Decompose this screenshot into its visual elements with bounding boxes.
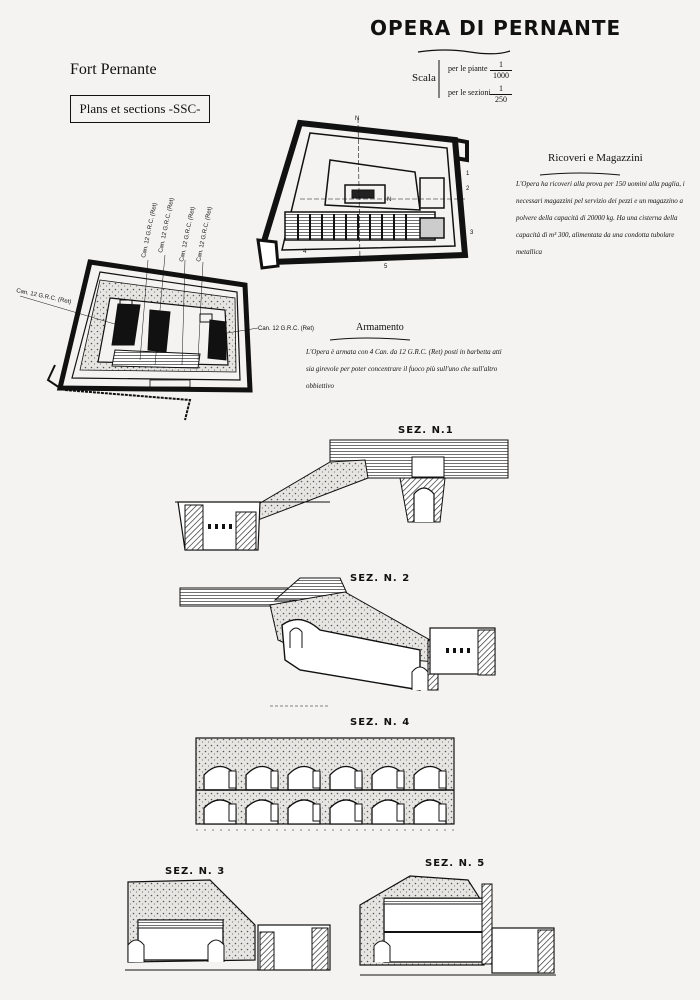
plan-cannon-label-4: Can. 12 G.R.C. (Ret): [179, 206, 197, 262]
fort-plan-lower: [19, 254, 259, 421]
scale-plan-den: 1000: [493, 71, 509, 80]
scale-section-label: per le sezioni: [448, 88, 491, 97]
armamento-heading: Armamento: [356, 322, 404, 333]
section-5-drawing: [359, 875, 556, 976]
ricoveri-text: L'Opera ha ricoveri alla prova per 150 u…: [516, 180, 685, 256]
page-title: OPERA DI PERNANTE: [370, 16, 622, 40]
plan-mark-3: 3: [470, 230, 474, 236]
ricoveri-heading: Ricoveri e Magazzini: [548, 152, 643, 164]
scale-label: Scala: [412, 72, 436, 84]
plan-mark-5: 5: [384, 264, 388, 270]
section-title-5: SEZ. N. 5: [425, 858, 486, 869]
scale-ornament: [329, 49, 621, 341]
armamento-text: L'Opera è armata con 4 Can. da 12 G.R.C.…: [306, 348, 502, 390]
plan-cannon-label-5: Can. 12 G.R.C. (Ret): [196, 206, 214, 262]
section-3-drawing: [125, 879, 331, 971]
scale-section-den: 250: [495, 95, 507, 104]
section-1-drawing: [175, 439, 509, 551]
section-title-4: SEZ. N. 4: [350, 717, 411, 728]
plan-mark-4: 4: [303, 249, 307, 255]
plan-cannon-label-6: Can. 12 G.R.C. (Ret): [258, 326, 314, 332]
section-title-2: SEZ. N. 2: [350, 573, 411, 584]
scale-section-num: 1: [490, 84, 512, 95]
plan-cannon-label-3: Can. 12 G.R.C. (Ret): [158, 197, 176, 253]
plan-mark-n1: N: [355, 116, 359, 122]
section-4-drawing: [195, 737, 455, 831]
scale-section-fraction: 1 250: [490, 84, 512, 105]
plans-label-box: Plans et sections -SSC-: [70, 95, 210, 123]
section-2-drawing: [179, 577, 496, 707]
scale-plan-fraction: 1 1000: [490, 60, 512, 81]
plan-mark-n2: N: [387, 197, 391, 203]
plan-mark-1: 1: [466, 171, 470, 177]
section-title-3: SEZ. N. 3: [165, 866, 226, 877]
scale-plan-num: 1: [490, 60, 512, 71]
plan-mark-2: 2: [466, 186, 470, 192]
fort-name: Fort Pernante: [70, 61, 157, 78]
section-title-1: SEZ. N.1: [398, 425, 454, 436]
fort-plan-upper: [256, 117, 469, 270]
plan-cannon-label-2: Can. 12 G.R.C. (Ret): [141, 202, 159, 258]
scale-plan-label: per le piante: [448, 64, 488, 73]
